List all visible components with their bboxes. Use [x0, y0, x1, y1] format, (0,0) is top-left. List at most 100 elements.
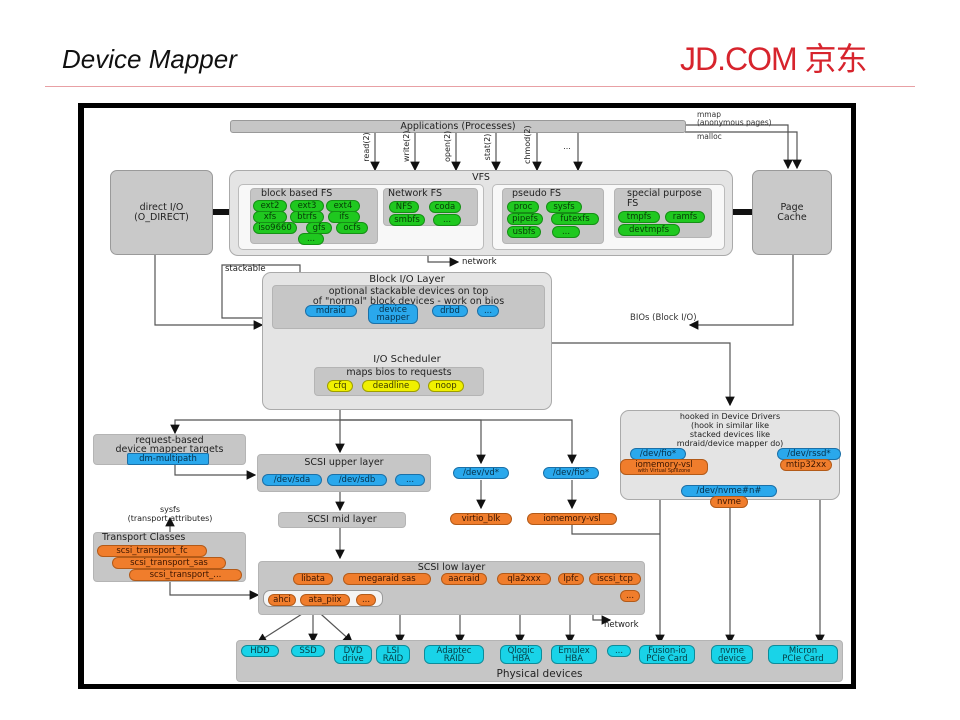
syscall-chmod: chmod(2) — [523, 125, 532, 164]
physical-device-line2: drive — [342, 654, 364, 664]
transport-fc: scsi_transport_fc — [97, 545, 207, 557]
transport-title: Transport Classes — [102, 532, 186, 543]
fs-iso9660: iso9660 — [253, 222, 297, 234]
scsi-upper-layer: SCSI upper layer — [257, 454, 431, 492]
drv-nvme: nvme — [710, 496, 748, 508]
fs-btrfs: btrfs — [290, 211, 324, 223]
special-fs-title: special purpose FS — [627, 188, 702, 209]
scsi-upper-title: SCSI upper layer — [304, 457, 384, 468]
physical-device-line1: Fusion-io — [648, 646, 686, 656]
hooked-line-3: stacked devices like — [689, 430, 771, 439]
request-based-line1: request-based — [135, 435, 204, 446]
page-cache-line2: Cache — [777, 212, 807, 223]
drv-low-more: ... — [620, 590, 640, 602]
physical-device: ... — [607, 645, 631, 657]
drv-megaraid-sas: megaraid sas — [343, 573, 431, 585]
fs-pipefs: pipefs — [507, 213, 543, 225]
applications-bar: Applications (Processes) — [230, 120, 686, 133]
fs-devtmpfs: devtmpfs — [618, 224, 680, 236]
physical-device-line1: Adaptec — [436, 646, 472, 656]
dev-fio: /dev/fio* — [543, 467, 599, 479]
sched-noop: noop — [428, 380, 464, 392]
syscall-open: open(2) — [443, 130, 452, 162]
direct-io-box: direct I/O (O_DIRECT) — [110, 170, 213, 255]
physical-device: HDD — [241, 645, 279, 657]
arrow-mmap — [685, 124, 793, 170]
applications-label: Applications (Processes) — [400, 121, 516, 132]
syscall-more: ... — [563, 142, 571, 151]
fs-usbfs: usbfs — [507, 226, 541, 238]
arrow-dm-multipath — [174, 465, 257, 480]
arrow-to-request-targets — [170, 419, 340, 435]
fs-coda: coda — [429, 201, 461, 213]
sysfs-line2: (transport attributes) — [127, 514, 213, 523]
drv-virtio-blk: virtio_blk — [450, 513, 512, 525]
drv-lpfc: lpfc — [558, 573, 584, 585]
drv-iomemory-hooked: iomemory-vsl with Virtual Spillzone — [620, 459, 708, 475]
scsi-low-title: SCSI low layer — [417, 562, 486, 573]
scheduler-title: I/O Scheduler — [373, 354, 441, 365]
drv-iomemory-vsl: iomemory-vsl — [527, 513, 617, 525]
fs-sysfs: sysfs — [546, 201, 582, 213]
physical-device-line2: RAID — [382, 654, 404, 664]
block-fs-title: block based FS — [261, 188, 333, 199]
block-io-title: Block I/O Layer — [369, 274, 445, 285]
physical-device-line1: SSD — [299, 646, 317, 656]
physical-device-line2: HBA — [564, 654, 584, 664]
arrow-to-fio — [340, 419, 577, 465]
hooked-line-4: mdraid/device mapper do) — [676, 439, 784, 448]
dev-sda: /dev/sda — [262, 474, 322, 486]
transport-sas: scsi_transport_sas — [112, 557, 226, 569]
arrow-page-cache — [688, 255, 794, 330]
fs-ramfs: ramfs — [665, 211, 705, 223]
stackable-label: stackable — [225, 264, 266, 274]
drv-ata-more: ... — [356, 594, 376, 606]
dev-block-more: ... — [477, 305, 499, 317]
page-cache-line1: Page — [780, 202, 804, 213]
hooked-line-1: hooked in Device Drivers — [679, 412, 781, 421]
pseudo-fs-title: pseudo FS — [512, 188, 562, 199]
drv-mtip32xx: mtip32xx — [780, 459, 832, 471]
drv-aacraid: aacraid — [441, 573, 487, 585]
fs-network-more: ... — [433, 214, 461, 226]
brand-logo: JD.COM 京东 — [680, 41, 868, 77]
arrow-direct-io — [154, 255, 264, 330]
dev-mdraid: mdraid — [305, 305, 357, 317]
dev-sdb: /dev/sdb — [327, 474, 387, 486]
drv-ahci: ahci — [268, 594, 296, 606]
direct-io-line1: direct I/O — [139, 202, 184, 213]
syscall-stat: stat(2) — [483, 133, 492, 161]
request-based-line2: device mapper targets — [115, 444, 224, 455]
fs-tmpfs: tmpfs — [618, 211, 660, 223]
dev-drbd: drbd — [432, 305, 468, 317]
fs-more: ... — [298, 233, 324, 245]
drv-libata: libata — [293, 573, 333, 585]
transport-more: scsi_transport_... — [129, 569, 242, 581]
block-desc-1: optional stackable devices on top — [328, 286, 489, 297]
hooked-line-2: (hook in similar like — [690, 421, 770, 430]
fs-futexfs: futexfs — [551, 213, 599, 225]
dev-device-mapper: device mapper — [368, 304, 418, 324]
scheduler-desc: maps bios to requests — [346, 367, 452, 378]
scsi-mid-title: SCSI mid layer — [307, 514, 377, 525]
fs-smbfs: smbfs — [389, 214, 425, 226]
bios-label: BIOs (Block I/O) — [630, 313, 697, 323]
sysfs-line1: sysfs — [159, 505, 181, 514]
drv-qla2xxx: qla2xxx — [497, 573, 551, 585]
physical-device-line2: PCIe Card — [782, 654, 824, 664]
physical-device-line1: HDD — [250, 646, 270, 656]
arrow-stackable — [221, 264, 305, 319]
network-label-bottom: network — [604, 620, 639, 630]
fs-ext3: ext3 — [290, 200, 324, 212]
dev-vd: /dev/vd* — [453, 467, 509, 479]
physical-device-line1: Emulex — [558, 646, 590, 656]
syscall-read: read(2) — [362, 132, 371, 162]
sched-deadline: deadline — [362, 380, 420, 392]
physical-device-line1: LSI — [386, 646, 400, 656]
iomemory-label: iomemory-vsl — [635, 460, 693, 470]
fs-nfs: NFS — [389, 201, 419, 213]
